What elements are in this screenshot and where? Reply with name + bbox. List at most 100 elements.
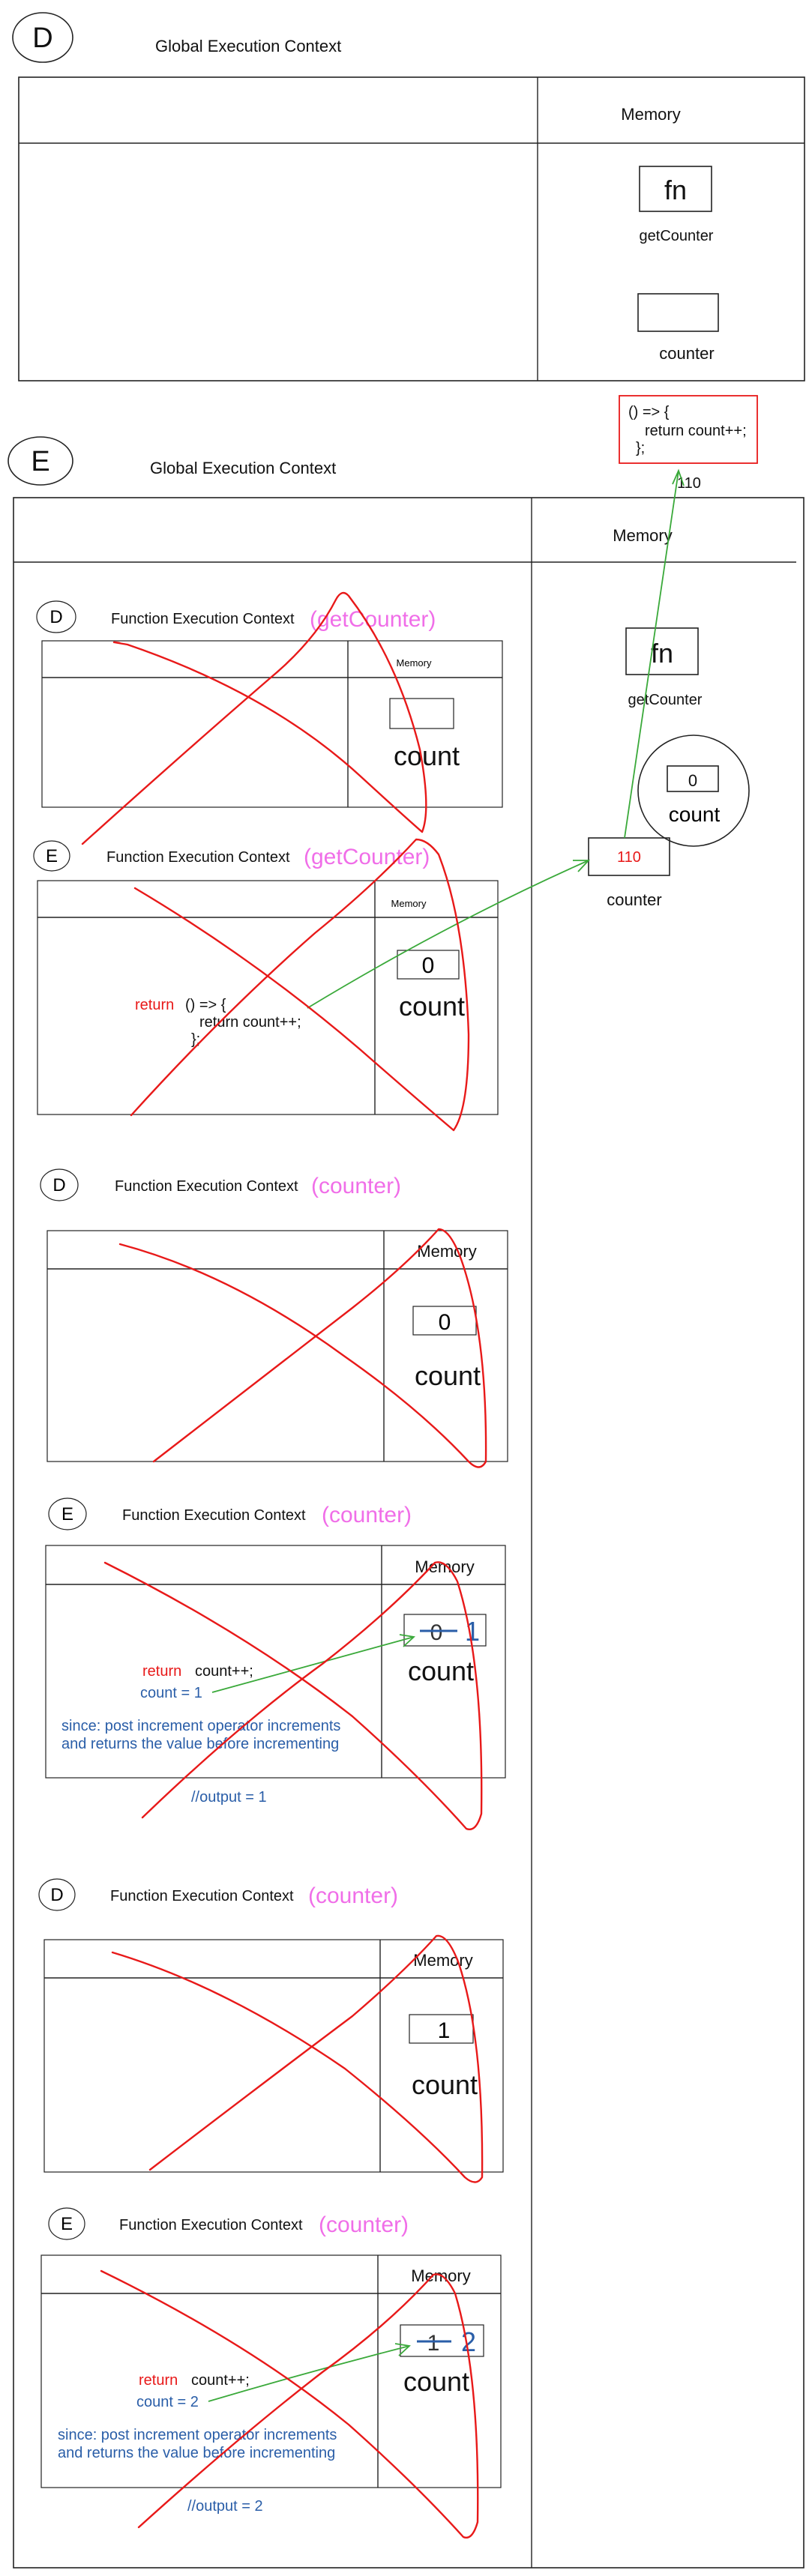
global-context-d: D Global Execution Context Memory fn get… bbox=[12, 12, 805, 381]
step-badge-e bbox=[48, 1497, 87, 1530]
count-slot bbox=[397, 950, 460, 980]
memory-label: Memory bbox=[391, 898, 427, 909]
destroyed-x-mark bbox=[118, 1228, 487, 1468]
count-value: 1 bbox=[438, 2018, 451, 2043]
function-context-1: D Function Execution Context (getCounter… bbox=[36, 591, 503, 845]
count-old-value: 1 bbox=[427, 2331, 440, 2356]
count-label: count bbox=[412, 2069, 478, 2100]
count-value: 0 bbox=[422, 953, 435, 978]
heap-address: 110 bbox=[677, 475, 701, 492]
fec-title: Function Execution Context bbox=[106, 849, 290, 866]
step-letter: D bbox=[49, 607, 62, 627]
count-slot bbox=[389, 698, 454, 729]
counter-slot bbox=[588, 837, 670, 876]
update-arrow bbox=[208, 2343, 411, 2402]
memory-label: Memory bbox=[417, 1242, 476, 1261]
assignment-note: count = 2 bbox=[136, 2394, 199, 2410]
heap-function-box bbox=[619, 395, 758, 464]
count-label: count bbox=[408, 1656, 474, 1686]
fec-title: Function Execution Context bbox=[119, 2217, 303, 2233]
assignment-note: count = 1 bbox=[140, 1685, 202, 1701]
step-letter: D bbox=[52, 1175, 65, 1195]
return-arrow bbox=[307, 860, 591, 1009]
fec-frame bbox=[46, 1230, 508, 1462]
reference-arrow bbox=[624, 468, 685, 839]
return-keyword: return bbox=[135, 997, 174, 1013]
step-letter: D bbox=[50, 1885, 63, 1905]
fec-frame bbox=[41, 640, 503, 808]
fec-frame bbox=[45, 1545, 506, 1779]
fn-value: fn bbox=[651, 638, 673, 669]
getcounter-label: getCounter bbox=[628, 692, 703, 708]
fec-name: (counter) bbox=[319, 2212, 409, 2237]
count-label: count bbox=[415, 1360, 481, 1391]
output-note: //output = 2 bbox=[187, 2498, 263, 2515]
function-context-4: E Function Execution Context (counter) M… bbox=[45, 1497, 506, 1830]
fec-title: Function Execution Context bbox=[115, 1178, 298, 1195]
function-context-6: E Function Execution Context (counter) M… bbox=[40, 2207, 502, 2539]
destroyed-x-mark bbox=[81, 591, 427, 845]
destroyed-x-mark bbox=[103, 1561, 483, 1830]
closure-scope bbox=[637, 735, 750, 847]
return-keyword: return bbox=[142, 1663, 181, 1680]
fec-name: (getCounter) bbox=[304, 845, 430, 869]
explanation-line-1: since: post increment operator increment… bbox=[61, 1718, 340, 1734]
heap-line-2: return count++; bbox=[645, 423, 747, 439]
return-keyword: return bbox=[139, 2372, 178, 2389]
step-badge-d bbox=[40, 1168, 79, 1201]
count-slot bbox=[400, 2324, 484, 2357]
function-context-5: D Function Execution Context (counter) M… bbox=[38, 1878, 504, 2183]
step-letter: E bbox=[31, 446, 49, 477]
fec-title: Function Execution Context bbox=[111, 611, 295, 627]
fec-name: (counter) bbox=[308, 1883, 398, 1908]
explanation-line-2: and returns the value before incrementin… bbox=[61, 1736, 339, 1752]
function-context-2: E Function Execution Context (getCounter… bbox=[33, 838, 591, 1132]
step-letter: E bbox=[61, 2214, 73, 2234]
heap-line-1: () => { bbox=[628, 404, 670, 420]
getcounter-label: getCounter bbox=[640, 228, 714, 244]
context-frame bbox=[18, 76, 805, 381]
count-label: count bbox=[403, 2366, 469, 2397]
counter-value: 110 bbox=[617, 849, 641, 866]
output-note: //output = 1 bbox=[191, 1789, 267, 1806]
step-letter: E bbox=[61, 1504, 73, 1524]
closure-count-value: 0 bbox=[688, 771, 697, 790]
counter-label: counter bbox=[607, 890, 661, 909]
fec-name: (counter) bbox=[322, 1503, 412, 1527]
closure-count-slot bbox=[667, 765, 719, 792]
fec-name: (getCounter) bbox=[310, 607, 436, 632]
explanation-line-2: and returns the value before incrementin… bbox=[58, 2445, 335, 2461]
destroyed-x-mark bbox=[111, 1934, 484, 2183]
count-old-value: 0 bbox=[430, 1620, 443, 1645]
fec-frame bbox=[40, 2254, 502, 2488]
fec-title: Function Execution Context bbox=[110, 1888, 294, 1904]
destroyed-x-mark bbox=[100, 2269, 479, 2539]
function-context-3: D Function Execution Context (counter) M… bbox=[40, 1168, 508, 1468]
counter-label: counter bbox=[659, 344, 714, 363]
code-line: count++; bbox=[195, 1663, 253, 1680]
counter-slot bbox=[637, 293, 719, 332]
count-label: count bbox=[399, 991, 465, 1022]
step-badge-d bbox=[12, 12, 73, 63]
step-badge-e bbox=[7, 436, 73, 486]
count-value: 0 bbox=[439, 1310, 451, 1335]
step-letter: D bbox=[32, 22, 52, 54]
update-arrow bbox=[211, 1634, 415, 1693]
code-line-1: () => { bbox=[185, 997, 226, 1013]
step-letter: E bbox=[46, 846, 58, 866]
explanation-line-1: since: post increment operator increment… bbox=[58, 2427, 337, 2443]
context-frame bbox=[13, 497, 805, 2569]
step-badge-e bbox=[48, 2207, 85, 2240]
context-title: Global Execution Context bbox=[150, 459, 336, 477]
heap-line-3: }; bbox=[636, 440, 645, 456]
fec-name: (counter) bbox=[311, 1174, 401, 1198]
fn-value: fn bbox=[664, 175, 687, 205]
fec-frame bbox=[37, 880, 499, 1115]
closure-count-label: count bbox=[669, 803, 721, 826]
step-badge-d bbox=[36, 600, 76, 633]
destroyed-x-mark bbox=[130, 838, 470, 1132]
code-line: count++; bbox=[191, 2372, 250, 2389]
step-badge-d bbox=[38, 1878, 76, 1911]
fn-slot bbox=[625, 627, 699, 675]
